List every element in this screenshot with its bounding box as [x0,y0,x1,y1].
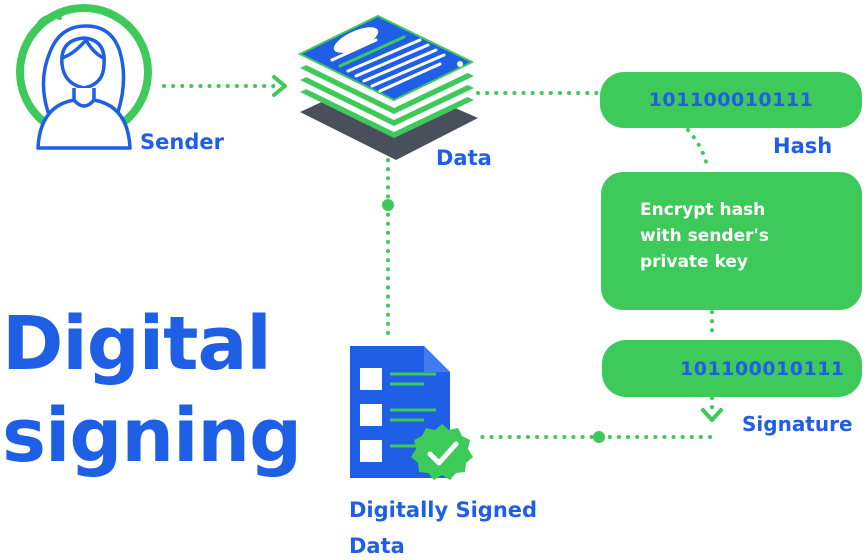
signature-value: 101100010111 [680,357,845,380]
document-stack-icon [297,14,478,160]
person-icon [16,4,152,150]
page-title-line-2: signing [2,393,302,479]
hash-pill: 101100010111 [600,72,862,128]
checklist-document-icon [350,346,473,480]
connector-signature-to-signed-data [472,431,712,443]
connector-signature-down [701,396,723,422]
page-title-line-1: Digital [2,301,272,387]
connector-hash-to-encrypt [686,128,710,172]
connector-sender-to-data [162,75,287,97]
signature-pill: 101100010111 [602,340,862,397]
hash-value: 101100010111 [648,89,814,111]
connector-data-to-signed-data [382,158,394,340]
signature-label: Signature [742,412,853,436]
sender-label: Sender [140,130,224,154]
data-label: Data [436,146,492,170]
encrypt-text-line-1: Encrypt hash [640,200,766,220]
encrypt-text-line-2: with sender's [640,226,769,246]
signed-data-label-line-2: Data [349,534,405,558]
hash-label: Hash [773,134,833,158]
encrypt-hash-box [601,172,862,310]
signed-data-label-line-1: Digitally Signed [349,498,538,522]
encrypt-text-line-3: private key [640,252,748,272]
